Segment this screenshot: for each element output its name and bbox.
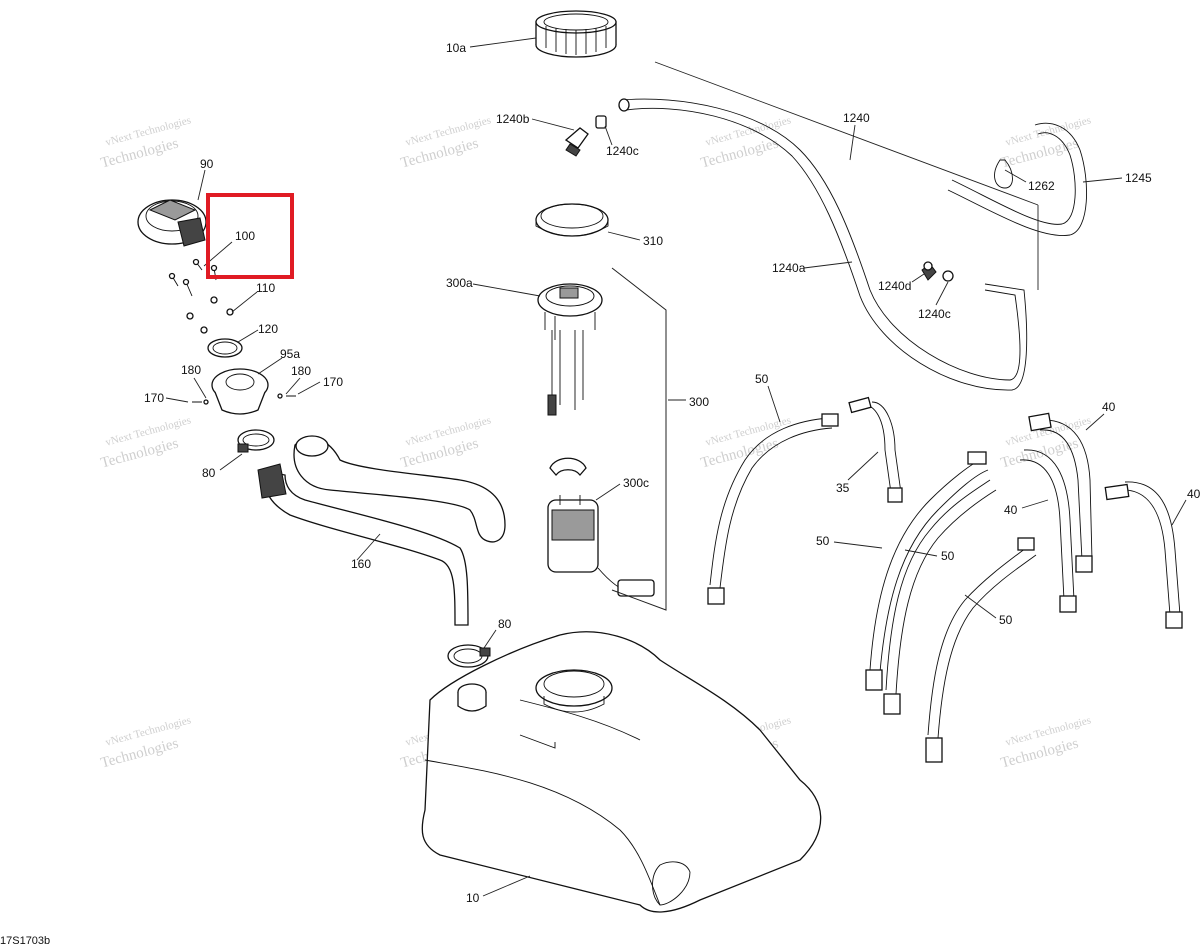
part-strap-50-left[interactable] (865, 451, 989, 691)
callout-310[interactable]: 310 (643, 234, 663, 248)
callout-170-right[interactable]: 170 (323, 375, 343, 389)
part-fuel-tank[interactable] (421, 631, 822, 913)
callout-50-c[interactable]: 50 (941, 549, 955, 563)
callout-300[interactable]: 300 (689, 395, 709, 409)
callout-90[interactable]: 90 (200, 157, 214, 171)
callout-110[interactable]: 110 (256, 281, 275, 295)
part-fuel-pump[interactable] (547, 457, 655, 597)
part-hose-clamp-mid[interactable] (942, 270, 954, 282)
callout-35[interactable]: 35 (836, 481, 850, 495)
part-screws[interactable] (168, 258, 218, 297)
callout-50-d[interactable]: 50 (999, 613, 1013, 627)
part-fuel-pump-module-top[interactable] (537, 283, 603, 416)
callout-1245[interactable]: 1245 (1125, 171, 1152, 185)
callout-160[interactable]: 160 (351, 557, 371, 571)
part-strap-50-upper[interactable] (707, 413, 839, 605)
callout-1240c-top[interactable]: 1240c (606, 144, 639, 158)
callout-10a[interactable]: 10a (446, 41, 466, 55)
part-hose-clamp-top[interactable] (237, 429, 275, 453)
part-check-valve[interactable] (921, 261, 937, 281)
part-strap-40-a[interactable] (1028, 412, 1093, 573)
part-filler-neck-flange[interactable] (211, 368, 269, 415)
callout-50-b[interactable]: 50 (816, 534, 830, 548)
callout-300c[interactable]: 300c (623, 476, 649, 490)
watermark: vNext Technologies Technologies (99, 714, 192, 771)
watermark: vNext Technologies Technologies (699, 114, 792, 171)
callout-10[interactable]: 10 (466, 891, 480, 905)
document-code: 17S1703b (0, 935, 50, 947)
part-vent-hose[interactable] (618, 98, 1028, 391)
callout-50-a[interactable]: 50 (755, 372, 769, 386)
callout-1262[interactable]: 1262 (1028, 179, 1055, 193)
part-fuel-tank-ring-nut[interactable] (535, 10, 617, 58)
callout-40-a[interactable]: 40 (1102, 400, 1116, 414)
part-strap-35[interactable] (848, 396, 903, 503)
callout-labels: 10a 1240b 1240c 1240 1245 1262 90 100 31… (144, 41, 1200, 905)
assembly-bracket-300 (611, 267, 667, 611)
part-breather-hose[interactable] (947, 122, 1087, 236)
highlight-box (206, 193, 294, 279)
callout-95a[interactable]: 95a (280, 347, 300, 361)
callout-120[interactable]: 120 (258, 322, 278, 336)
callout-80-bottom[interactable]: 80 (498, 617, 512, 631)
part-filler-hose[interactable] (257, 435, 506, 626)
part-small-screws[interactable] (192, 393, 296, 405)
callout-1240c-mid[interactable]: 1240c (918, 307, 951, 321)
part-strap-40-c[interactable] (1104, 481, 1183, 629)
watermark: vNext Technologies Technologies (399, 114, 492, 171)
watermark: vNext Technologies Technologies (399, 414, 492, 471)
callout-180-right[interactable]: 180 (291, 364, 311, 378)
watermark: vNext Technologies Technologies (699, 414, 792, 471)
callout-1240b[interactable]: 1240b (496, 112, 530, 126)
callout-40-c[interactable]: 40 (1187, 487, 1200, 501)
watermark: vNext Technologies Technologies (99, 414, 192, 471)
watermark: vNext Technologies Technologies (999, 714, 1092, 771)
callout-80-top[interactable]: 80 (202, 466, 216, 480)
callout-170-left[interactable]: 170 (144, 391, 164, 405)
part-strap-50-lower[interactable] (925, 537, 1037, 763)
callout-100[interactable]: 100 (235, 229, 255, 243)
callout-180-left[interactable]: 180 (181, 363, 201, 377)
watermark: vNext Technologies Technologies (99, 114, 192, 171)
part-vent-elbow-fitting[interactable] (564, 127, 589, 157)
part-fuel-cap[interactable] (137, 199, 207, 247)
part-hose-clamp-bottom[interactable] (447, 644, 491, 668)
part-strap-40-b[interactable] (1019, 449, 1077, 613)
leader-lines (165, 37, 1187, 897)
part-tie-wrap[interactable] (994, 159, 1013, 189)
part-fuel-pump-gasket[interactable] (535, 203, 609, 237)
callout-1240d[interactable]: 1240d (878, 279, 911, 293)
callout-40-b[interactable]: 40 (1004, 503, 1018, 517)
part-hose-clamp-small[interactable] (595, 115, 607, 129)
part-nuts[interactable] (186, 296, 234, 334)
callout-1240a[interactable]: 1240a (772, 261, 806, 275)
part-strap-50-middle[interactable] (883, 479, 997, 715)
callout-1240[interactable]: 1240 (843, 111, 870, 125)
part-o-ring[interactable] (207, 338, 243, 358)
callout-300a[interactable]: 300a (446, 276, 473, 290)
